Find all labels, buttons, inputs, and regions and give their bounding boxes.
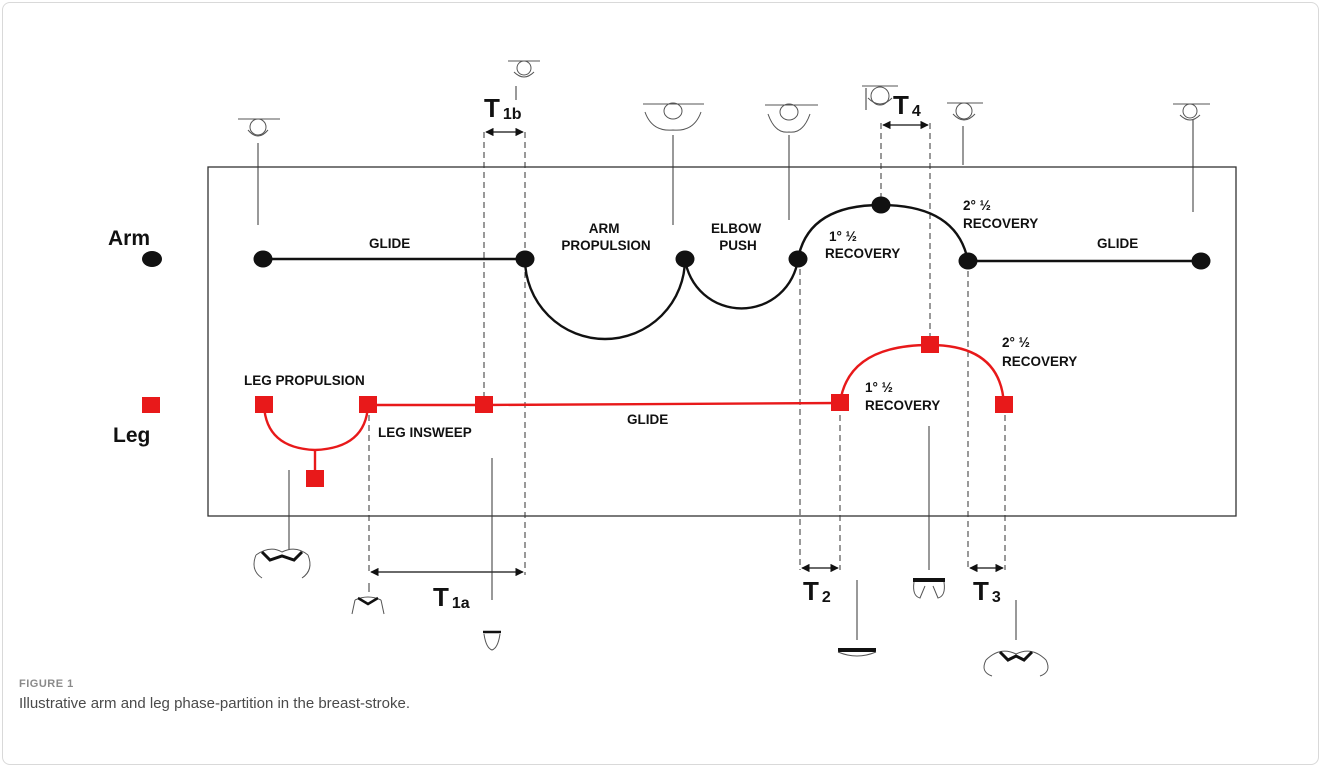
leg-recovery-second-swimmer-icon — [984, 651, 1048, 676]
arm-propulsion-label: ARM PROPULSION — [561, 221, 650, 253]
leg-legend-marker — [142, 397, 160, 413]
leg-glide-label: GLIDE — [627, 412, 668, 427]
arm-glide-right-label: GLIDE — [1097, 236, 1138, 251]
elbow-push-label: ELBOW PUSH — [711, 221, 765, 253]
leg-recovery-first-swimmer-icon — [913, 580, 945, 598]
arm-glide-end-swimmer-icon — [1173, 104, 1210, 120]
arm-legend-marker — [142, 251, 162, 267]
leg-row-label: Leg — [113, 424, 150, 447]
arm-recovery-second-label: 2° ½ RECOVERY — [963, 198, 1038, 231]
leg-glide-start-swimmer-icon — [838, 650, 876, 656]
elbow-push-swimmer-icon — [765, 104, 818, 132]
arm-propulsion-swimmer-icon — [643, 103, 704, 130]
guide-lines — [369, 123, 1005, 575]
diagram-box — [208, 167, 1236, 516]
leg-propulsion-swimmer-icon — [254, 549, 310, 578]
leg-glide-swimmer-icon — [483, 632, 501, 650]
leg-insweep-swimmer-icon — [352, 597, 384, 614]
figure-caption: Illustrative arm and leg phase-partition… — [19, 695, 410, 712]
arm-recovery-first-label: 1° ½ RECOVERY — [825, 229, 900, 261]
leg-insweep-label: LEG INSWEEP — [378, 425, 472, 440]
interval-arrows — [371, 125, 1003, 572]
leg-propulsion-label: LEG PROPULSION — [244, 373, 365, 388]
leg-recovery-second-label: 2° ½ RECOVERY — [1002, 335, 1077, 369]
arm-glide-left-label: GLIDE — [369, 236, 410, 251]
arm-row-label: Arm — [108, 227, 150, 250]
leg-recovery-first-label: 1° ½ RECOVERY — [865, 380, 940, 413]
figure-label: FIGURE 1 — [19, 678, 74, 690]
arm-glide-swimmer-icon-t1b — [508, 61, 540, 77]
arm-glide-start-swimmer-icon — [238, 119, 280, 136]
second-recovery-swimmer-icon — [947, 103, 983, 120]
